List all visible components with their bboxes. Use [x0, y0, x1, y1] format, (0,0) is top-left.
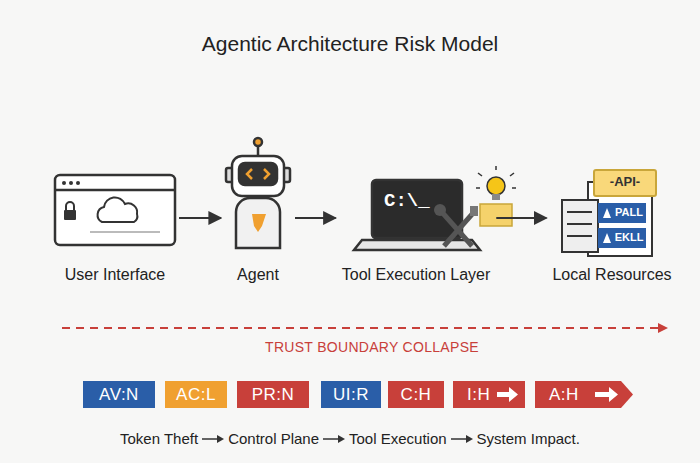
stage-group: Local Resources	[548, 160, 675, 284]
cvss-metric: I:H	[467, 385, 490, 405]
stage-label: Local Resources	[552, 266, 671, 284]
cvss-metric: AC:L	[176, 385, 216, 405]
icon-label: C:\_	[384, 190, 430, 212]
cvss-metric: C:H	[401, 385, 432, 405]
icon-label: -API-	[610, 174, 640, 189]
cvss-metric: A:H	[549, 385, 579, 405]
stage-group: User Interface	[53, 160, 177, 284]
browser-icon	[55, 175, 175, 245]
resources-icon	[562, 170, 656, 256]
chain-step: Control Plane	[228, 430, 319, 447]
cvss-badge: AC:L	[165, 381, 227, 408]
chain-arrow	[322, 434, 346, 444]
cvss-badge: C:H	[388, 381, 444, 408]
stage-label: Tool Execution Layer	[342, 266, 491, 284]
impact-chain: Token Theft Control Plane Tool Execution…	[0, 430, 700, 447]
stage-group: Agent	[223, 160, 293, 284]
title: Agentic Architecture Risk Model	[0, 32, 700, 56]
cvss-badge: AV:N	[83, 381, 155, 408]
laptop-icon	[354, 166, 516, 250]
chain-step: Tool Execution	[349, 430, 447, 447]
chain-arrow	[201, 434, 225, 444]
cvss-badge: UI:R	[321, 381, 381, 408]
cvss-badge: I:H	[453, 381, 525, 408]
stage-label: User Interface	[65, 266, 165, 284]
icon-label: EKLL	[615, 231, 644, 243]
trust-boundary-line	[62, 323, 668, 333]
stage-group: Tool Execution Layer	[338, 160, 495, 284]
chain-step: System Impact.	[477, 430, 580, 447]
boundary-label: TRUST BOUNDARY COLLAPSE	[265, 339, 479, 355]
flow-arrow	[179, 217, 221, 219]
stage-label: Agent	[237, 266, 279, 284]
cvss-badge: PR:N	[237, 381, 309, 408]
robot-icon	[226, 138, 290, 248]
chain-step: Token Theft	[120, 430, 198, 447]
cvss-badge: A:H	[535, 381, 633, 408]
cvss-metric: UI:R	[333, 385, 369, 405]
cvss-metric: PR:N	[252, 385, 295, 405]
icon-label: PALL	[615, 206, 643, 218]
cvss-metric: AV:N	[99, 385, 139, 405]
flow-arrow	[295, 217, 336, 219]
flow-arrow	[496, 217, 546, 219]
chain-arrow	[450, 434, 474, 444]
